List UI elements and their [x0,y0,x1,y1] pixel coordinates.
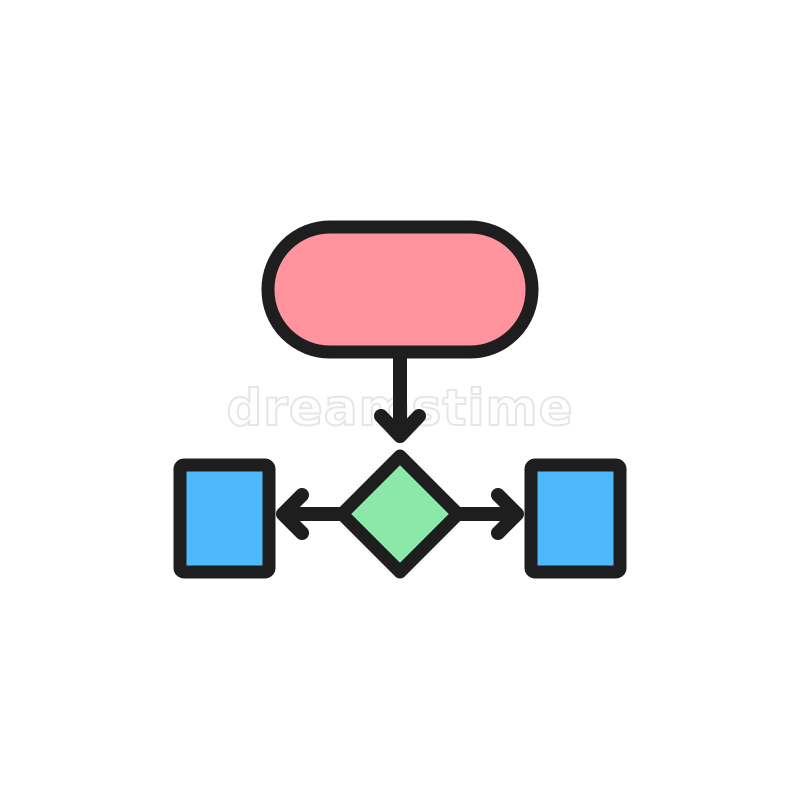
right-process [524,458,627,579]
decision-diamond [335,449,465,579]
connector-left-arrow [276,488,352,540]
arrowhead-left-icon [276,488,309,540]
connector-right-arrow [448,488,524,540]
start-terminal [261,220,539,359]
arrowhead-down-icon [374,409,426,443]
connector-down-arrow [374,345,426,443]
left-process [173,458,276,579]
arrowhead-right-icon [491,488,524,540]
